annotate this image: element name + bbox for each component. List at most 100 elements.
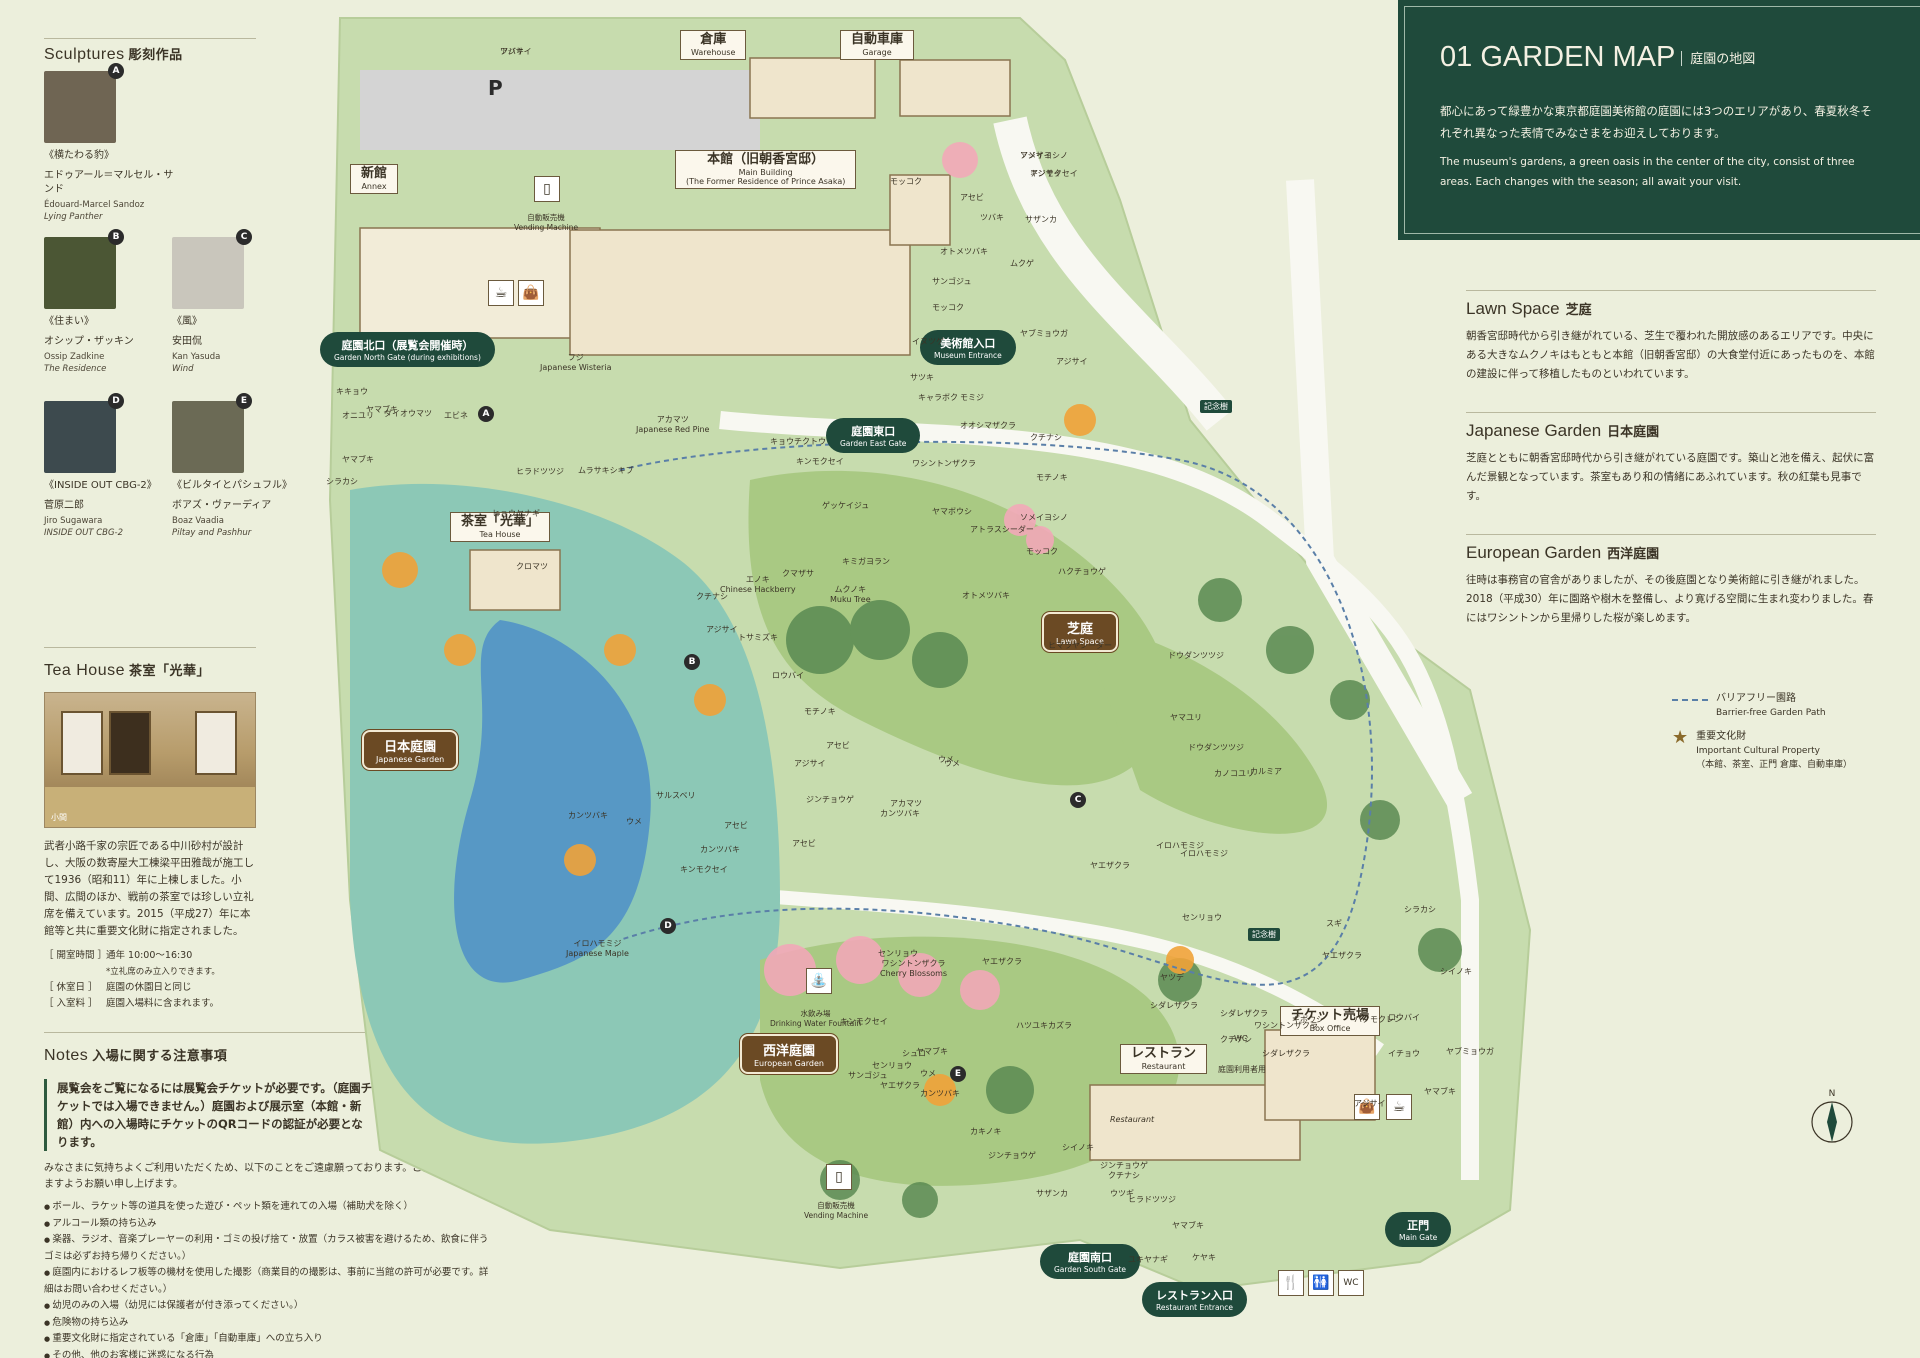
plant-label: ヤマユリ: [1170, 713, 1202, 722]
plant-label: キキョウ: [336, 387, 368, 396]
plant-label: ウメ: [626, 817, 642, 826]
plant-label: ヤエザクラ: [1322, 951, 1362, 960]
svg-text:N: N: [1829, 1089, 1836, 1099]
lawn-space-area: [748, 470, 1169, 786]
plant-label: ヤマブキ: [342, 455, 374, 464]
plant-label: ロウバイ: [772, 671, 804, 680]
plant-label: クチナシ: [1030, 433, 1062, 442]
lawn-lower: [1080, 620, 1328, 834]
plant-label: センリョウ: [872, 1061, 912, 1070]
plant-label: キンモクセイ: [840, 1017, 888, 1026]
plant-label: シダレザクラ: [1220, 1009, 1268, 1018]
header-description-en: The museum's gardens, a green oasis in t…: [1440, 155, 1855, 188]
sculpture-c: C 《風》 安田侃 Kan Yasuda Wind: [172, 229, 302, 375]
plant-label: モッコク: [1026, 547, 1058, 556]
plant-label: オニユリ: [342, 411, 374, 420]
plant-label: ドウダンツツジ: [1168, 651, 1224, 660]
sculpture-photo: E: [172, 393, 252, 473]
plant-label: カンツバキ: [700, 845, 740, 854]
plant-label: ヤマブキ: [1424, 1087, 1456, 1096]
plant-label: サツキ: [910, 373, 934, 382]
plant-label: イロハモミジ: [1156, 841, 1204, 850]
sculpture-photo: B: [44, 229, 124, 309]
plant-label: アジサイ: [706, 625, 738, 634]
plant-label: アジサイ: [1020, 151, 1052, 160]
plant-label: イチョウ: [1388, 1049, 1420, 1058]
plant-label: ジンチョウゲ: [988, 1151, 1036, 1160]
sculpture-marker-b: B: [684, 654, 700, 670]
sculpture-photo: D: [44, 393, 124, 473]
plant-label: ハクモクレン: [1354, 1015, 1402, 1024]
list-item: 幼児のみの入場（幼児には保護者が付き添ってください。）: [44, 1298, 494, 1315]
plant-label: キャラボク: [918, 393, 958, 402]
sculpture-photo: C: [172, 229, 252, 309]
dashed-line-swatch: [1672, 699, 1708, 720]
plant-label: ゲッケイジュ: [822, 501, 870, 510]
annex-building: [359, 227, 601, 339]
star-icon: ★: [1672, 727, 1689, 748]
plant-label: シラカシ: [326, 477, 358, 486]
plant-label: ジンチョウゲ: [1100, 1161, 1148, 1170]
plant-label: カノコユリ: [1214, 769, 1254, 778]
plant-label: センリョウ: [878, 949, 918, 958]
memorial-tree-sign: 記念樹: [1200, 400, 1232, 413]
sculpture-marker-a: A: [478, 406, 494, 422]
plant-label: ワシントンザクラ: [1254, 1021, 1318, 1030]
warehouse-building: [749, 57, 876, 119]
sculpture-marker-e: E: [950, 1066, 966, 1082]
list-item: 重要文化財に指定されている「倉庫」「自動車庫」への立ち入り: [44, 1331, 494, 1348]
plant-label: ツバキ: [980, 213, 1004, 222]
european-garden-area: [760, 936, 1180, 1186]
plant-label: ヤブミョウガ: [1020, 329, 1068, 338]
plant-label: エビネ: [444, 411, 468, 420]
main-building-wing: [889, 174, 951, 246]
plant-label: イヌツゲ: [912, 337, 944, 346]
cafe-icon: ☕: [1386, 1094, 1412, 1120]
teahouse-building: [469, 549, 561, 611]
accessible-wc-icon: WC: [1338, 1270, 1364, 1296]
main-building: [569, 229, 911, 356]
restaurant-facade-sign: Restaurant: [1110, 1115, 1155, 1124]
plant-label: オオシマザクラ: [960, 421, 1016, 430]
shop-bag-icon: 👜: [518, 280, 544, 306]
plant-label: カンツバキ: [920, 1089, 960, 1098]
plant-label: ヤマボウシ: [932, 507, 972, 516]
plant-label: キンモクセイ: [1030, 169, 1078, 178]
notes-intro: みなさまに気持ちよくご利用いただくため、以下のことをご遠慮願っております。ご協力…: [44, 1163, 463, 1190]
plant-label: ワシントンザクラ: [912, 459, 976, 468]
list-item: 危険物の持ち込み: [44, 1315, 494, 1332]
plant-label: クマザサ: [782, 569, 814, 578]
plant-label: アジサイ: [1030, 169, 1062, 178]
maple-trees: [382, 404, 1194, 1106]
garden-user-label: 庭園利用者用: [1218, 1065, 1266, 1074]
restroom-icon: 🚻: [1308, 1270, 1334, 1296]
plant-label: ヤマブキ: [1172, 1221, 1204, 1230]
plant-label: アジサイ: [1354, 1099, 1386, 1108]
plant-label: ケヤキ: [1192, 1253, 1216, 1262]
plant-label: カルミア: [1250, 767, 1282, 776]
plant-label: アセビ: [826, 741, 850, 750]
sculpture-marker-c: C: [1070, 792, 1086, 808]
drive-road: [993, 116, 1234, 431]
plant-label: サルスベリ: [656, 791, 696, 800]
plant-label: センリョウ: [1182, 913, 1222, 922]
plant-label: ムラサキシキブ: [578, 466, 634, 475]
plant-label: カンツバキ: [568, 811, 608, 820]
sculpture-d: D 《INSIDE OUT CBG-2》 菅原二郎 Jiro Sugawara …: [44, 393, 174, 539]
plant-label: ムクゲ: [1010, 259, 1034, 268]
list-item: ボール、ラケット等の道具を使った遊び・ペット類を連れての入場（補助犬を除く）: [44, 1199, 494, 1216]
plant-label: スギ: [1326, 919, 1342, 928]
teahouse-description: 武者小路千家の宗匠である中川砂村が設計し、大阪の数寄屋大工棟梁平田雅哉が施工して…: [44, 840, 254, 937]
